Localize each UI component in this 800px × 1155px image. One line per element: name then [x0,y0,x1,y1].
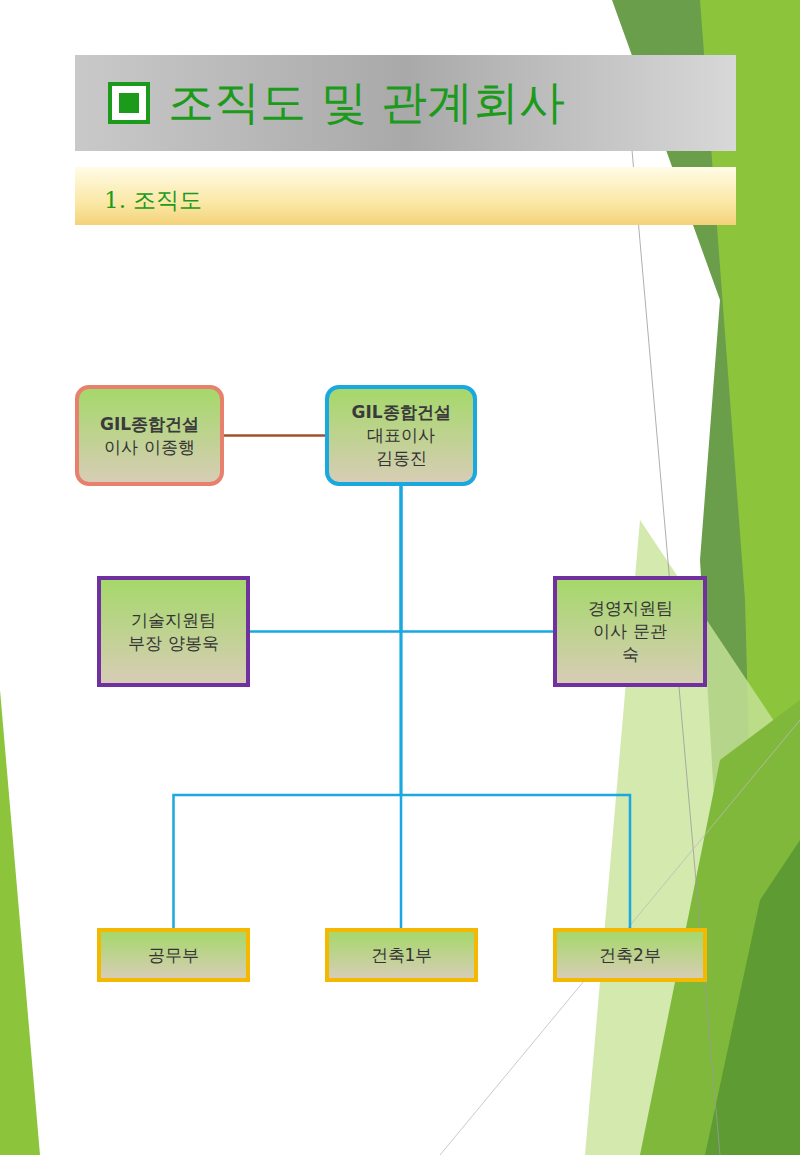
box-label: 건축1부 [371,944,433,967]
org-connector [401,486,630,928]
org-box: 경영지원팀 이사 문관숙 [553,576,707,687]
org-box: GIL종합건설대표이사 김동진 [325,385,477,486]
org-box: 기술지원팀 부장 양봉욱 [97,576,250,687]
org-connector [224,434,325,437]
org-box: 건축1부 [325,928,478,982]
company-name: GIL종합건설 [100,413,199,436]
title-band [75,55,736,151]
subtitle-band [75,167,736,225]
box-label: 대표이사 김동진 [358,424,445,470]
title-icon [119,93,139,113]
box-label: 기술지원팀 부장 양봉욱 [123,609,225,655]
dark-green-band [705,840,800,1155]
box-label: 경영지원팀 이사 문관숙 [587,597,674,666]
org-connector [250,486,401,632]
box-label: 공무부 [148,944,199,967]
thin-line [440,720,800,1155]
org-connector [174,486,402,928]
page-title: 조직도 및 관계회사 [168,72,565,134]
left-green-band [0,690,40,1155]
org-connector [401,486,553,632]
org-box: 공무부 [97,928,250,982]
company-name: GIL종합건설 [351,401,450,424]
box-label: 건축2부 [599,944,661,967]
box-label: 이사 이종행 [104,436,194,459]
org-box: GIL종합건설이사 이종행 [75,385,224,486]
org-box: 건축2부 [553,928,707,982]
title-icon [110,84,148,122]
section-heading: 1. 조직도 [104,185,202,216]
